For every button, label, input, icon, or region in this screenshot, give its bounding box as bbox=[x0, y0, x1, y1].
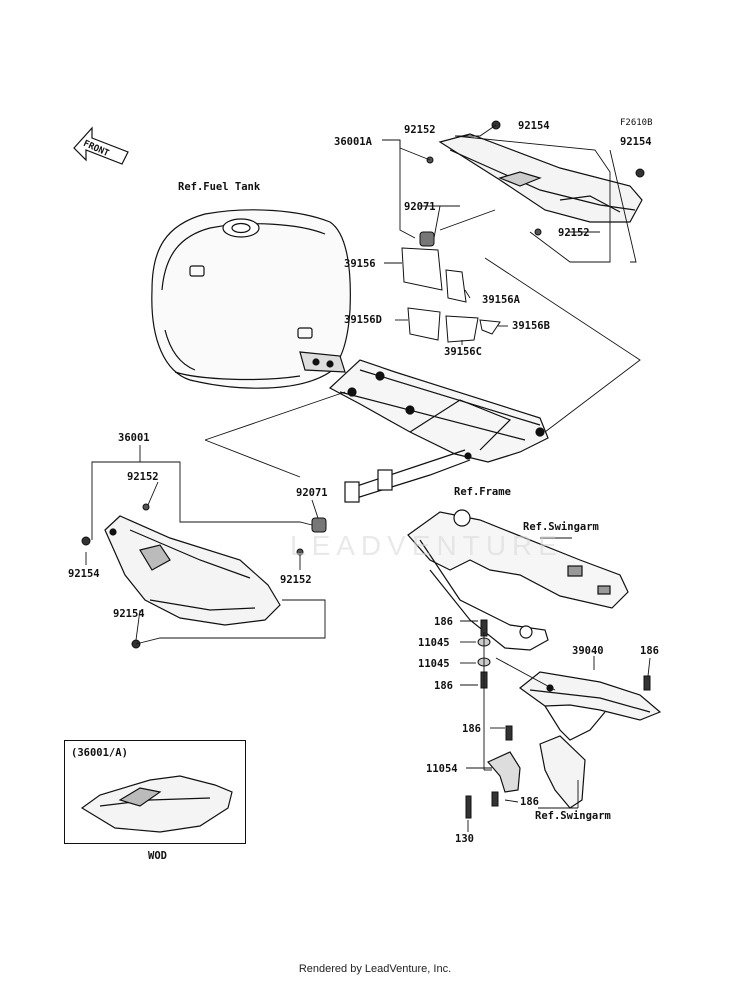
part-39156-label[interactable]: 39156 bbox=[344, 258, 376, 270]
part-92152-top-label[interactable]: 92152 bbox=[404, 124, 436, 136]
chain-guard-shape bbox=[519, 671, 662, 741]
inset-caption: WOD bbox=[148, 850, 167, 862]
front-arrow-icon bbox=[73, 126, 129, 165]
part-186-e-label[interactable]: 186 bbox=[520, 796, 539, 808]
part-39156A-label[interactable]: 39156A bbox=[482, 294, 520, 306]
figure-code: F2610B bbox=[620, 118, 653, 128]
part-11045-a-label[interactable]: 11045 bbox=[418, 637, 450, 649]
part-92071-mid-label[interactable]: 92071 bbox=[296, 487, 328, 499]
right-side-cover-shape bbox=[438, 133, 643, 223]
part-130-label[interactable]: 130 bbox=[455, 833, 474, 845]
part-11054-label[interactable]: 11054 bbox=[426, 763, 458, 775]
ref-swingarm-bottom-label[interactable]: Ref.Swingarm bbox=[535, 810, 611, 822]
part-92152-mid-label[interactable]: 92152 bbox=[280, 574, 312, 586]
left-side-cover-shape bbox=[104, 515, 281, 626]
variant-inset-box: (36001/A) bbox=[64, 740, 246, 844]
part-92152-right-label[interactable]: 92152 bbox=[558, 227, 590, 239]
part-39156B-label[interactable]: 39156B bbox=[512, 320, 550, 332]
part-39156C-label[interactable]: 39156C bbox=[444, 346, 482, 358]
part-39156D-label[interactable]: 39156D bbox=[344, 314, 382, 326]
decal-shapes bbox=[401, 247, 501, 343]
footer-credit: Rendered by LeadVenture, Inc. bbox=[298, 963, 452, 975]
frame-shape bbox=[328, 359, 549, 503]
watermark: LEADVENTURE bbox=[290, 530, 563, 561]
part-186-d-label[interactable]: 186 bbox=[462, 723, 481, 735]
part-92154-bottom-label[interactable]: 92154 bbox=[113, 608, 145, 620]
part-92071-top-label[interactable]: 92071 bbox=[404, 201, 436, 213]
fuel-tank-shape bbox=[151, 209, 351, 389]
part-92154-right-label[interactable]: 92154 bbox=[620, 136, 652, 148]
part-36001A-label[interactable]: 36001A bbox=[334, 136, 372, 148]
inset-cover-shape bbox=[80, 775, 233, 833]
part-39040-label[interactable]: 39040 bbox=[572, 645, 604, 657]
ref-fuel-tank-label[interactable]: Ref.Fuel Tank bbox=[178, 181, 261, 193]
grommet-shapes bbox=[81, 120, 645, 649]
part-186-b-label[interactable]: 186 bbox=[434, 680, 453, 692]
part-92154-top-label[interactable]: 92154 bbox=[518, 120, 550, 132]
part-11045-b-label[interactable]: 11045 bbox=[418, 658, 450, 670]
ref-swingarm-top-label[interactable]: Ref.Swingarm bbox=[523, 521, 599, 533]
leader-lines bbox=[85, 124, 651, 832]
part-186-c-label[interactable]: 186 bbox=[640, 645, 659, 657]
part-92154-left-label[interactable]: 92154 bbox=[68, 568, 100, 580]
part-36001-label[interactable]: 36001 bbox=[118, 432, 150, 444]
ref-frame-label[interactable]: Ref.Frame bbox=[454, 486, 511, 498]
part-92152-left-label[interactable]: 92152 bbox=[127, 471, 159, 483]
part-186-a-label[interactable]: 186 bbox=[434, 616, 453, 628]
lower-guard-shape bbox=[487, 735, 586, 809]
inset-title: (36001/A) bbox=[71, 747, 128, 759]
